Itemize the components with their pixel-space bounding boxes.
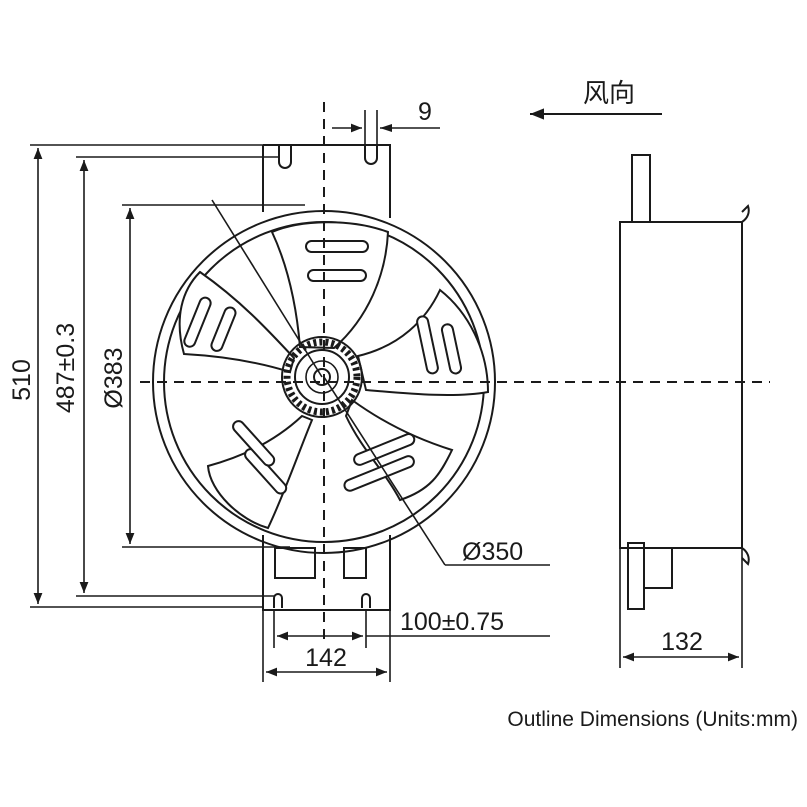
fan-blades xyxy=(178,221,490,530)
dimension-top-offset xyxy=(332,110,440,145)
airflow-direction-label: 风向 xyxy=(583,79,635,109)
dim-top-offset: 9 xyxy=(418,98,432,126)
dim-overall-height: 510 xyxy=(8,359,36,401)
side-view xyxy=(619,154,750,668)
dim-mount-hole-spacing: 100±0.75 xyxy=(400,608,504,636)
dim-blade-diameter: Ø350 xyxy=(462,538,523,566)
mounting-bracket xyxy=(262,144,391,611)
dim-side-depth: 132 xyxy=(661,628,703,656)
drawing-caption: Outline Dimensions (Units:mm) xyxy=(507,708,798,731)
blade-slots xyxy=(183,240,463,495)
motor-hub xyxy=(281,336,363,418)
center-lines xyxy=(140,102,770,640)
dimension-lines-bottom xyxy=(262,610,550,682)
blade-top xyxy=(270,221,390,350)
blade-left xyxy=(178,270,296,374)
dim-mount-height: 487±0.3 xyxy=(52,323,80,413)
dim-bracket-width: 142 xyxy=(305,644,347,672)
dim-ring-diameter: Ø383 xyxy=(100,347,128,408)
dimension-lines-left xyxy=(30,144,550,608)
